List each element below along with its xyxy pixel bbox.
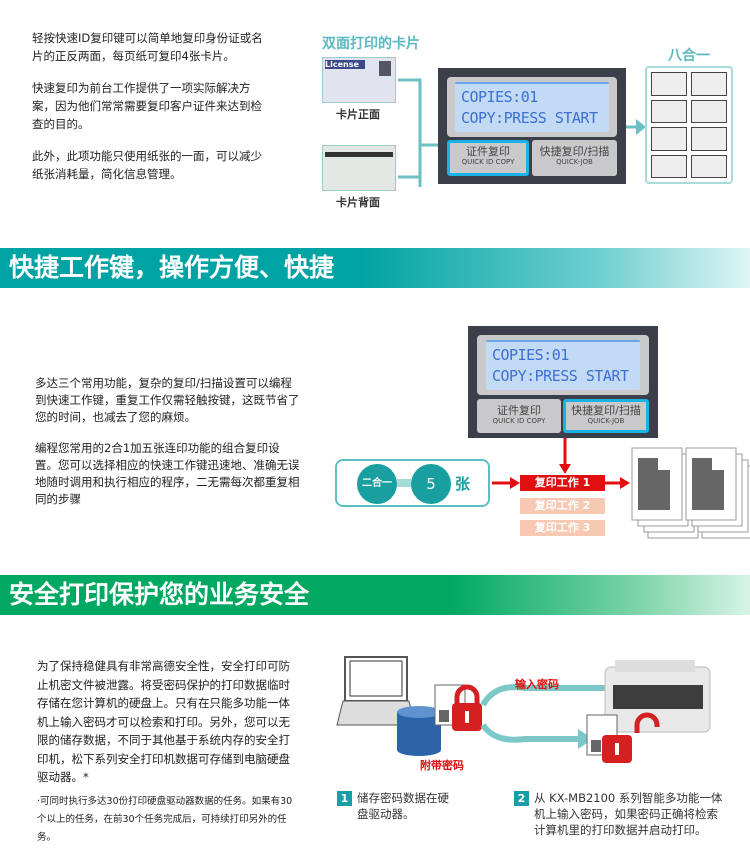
- job-2: 复印工作 2: [520, 498, 605, 514]
- step-1: 1 储存密码数据在硬盘驱动器。: [337, 790, 457, 822]
- step-2: 2 从 KX-MB2100 系列智能多功能一体机上输入密码，如果密码正确将检索计…: [514, 790, 724, 838]
- step-number-badge: 2: [514, 791, 529, 806]
- card-front-image: License: [322, 57, 396, 103]
- job-flow-arrows: [492, 438, 750, 539]
- unit-label: 张: [455, 475, 471, 493]
- job-3: 复印工作 3: [520, 520, 605, 536]
- lock-icon: [452, 684, 482, 731]
- job-1: 复印工作 1: [520, 475, 605, 491]
- five-sheets-circle: 5: [411, 464, 451, 504]
- enter-password-label: 输入密码: [515, 678, 559, 691]
- combo-setting: 二合一 5 张: [335, 459, 490, 507]
- plus-icon: [397, 479, 411, 487]
- quick-job-text: 多达三个常用功能，复杂的复印/扫描设置可以编程到快速工作键，重复工作仅需轻触按键…: [35, 375, 300, 522]
- step-text: 储存密码数据在硬盘驱动器。: [357, 791, 449, 821]
- card-front-label: 卡片正面: [336, 108, 380, 121]
- unlock-icon: [602, 712, 660, 763]
- with-password-label: 附带密码: [420, 759, 464, 772]
- paragraph: 编程您常用的2合1加五张连印功能的组合复印设置。您可以选择相应的快速工作键迅速地…: [35, 441, 300, 506]
- paragraph: 快速复印为前台工作提供了一项实际解决方案，因为他们常常需要复印客户证件来达到检查…: [32, 81, 262, 131]
- database-icon: [397, 706, 441, 756]
- eight-in-one-output: [645, 66, 733, 184]
- duplex-card-title: 双面打印的卡片: [322, 36, 420, 52]
- paragraph: 多达三个常用功能，复杂的复印/扫描设置可以编程到快速工作键，重复工作仅需轻触按键…: [35, 376, 300, 424]
- step-number-badge: 1: [337, 791, 352, 806]
- section-banner-secure-print: 安全打印保护您的业务安全: [0, 575, 750, 615]
- secure-print-diagram: [336, 656, 711, 763]
- secure-print-text: 为了保持稳健具有非常高德安全性，安全打印可防止机密文件被泄露。将受密码保护的打印…: [37, 659, 290, 784]
- step-text: 从 KX-MB2100 系列智能多功能一体机上输入密码，如果密码正确将检索计算机…: [534, 791, 723, 837]
- card-back-image: [322, 145, 396, 191]
- card-connectors: [398, 78, 646, 187]
- paragraph: 轻按快速ID复印键可以简单地复印身份证或名片的正反两面，每页纸可复印4张卡片。: [32, 31, 263, 63]
- laptop-icon: [336, 656, 416, 726]
- footnote: ·可同时执行多达30份打印硬盘驱动器数据的任务。如果有30个以上的任务，在前30…: [37, 796, 293, 843]
- printer-icon: [604, 660, 711, 733]
- paragraph: 此外，此项功能只使用纸张的一面，可以减少纸张消耗量，简化信息管理。: [32, 149, 262, 181]
- card-back-label: 卡片背面: [336, 196, 380, 209]
- two-in-one-circle: 二合一: [357, 464, 397, 504]
- intro-text: 轻按快速ID复印键可以简单地复印身份证或名片的正反两面，每页纸可复印4张卡片。 …: [32, 29, 267, 197]
- eight-in-one-title: 八合一: [668, 48, 710, 64]
- section-banner-quick-job: 快捷工作键，操作方便、快捷: [0, 248, 750, 288]
